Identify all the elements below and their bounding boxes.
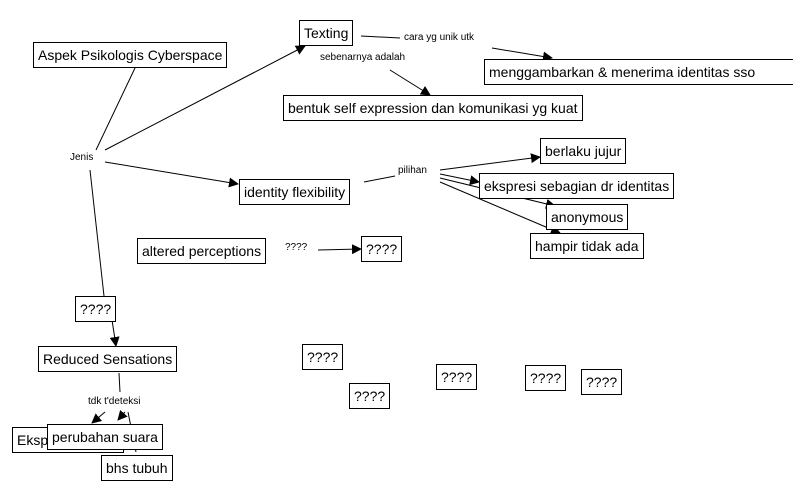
node-unknown-2[interactable]: ???? bbox=[349, 383, 391, 409]
link-label-sebenarnya[interactable]: sebenarnya adalah bbox=[320, 52, 406, 63]
link-label-cara[interactable]: cara yg unik utk bbox=[404, 32, 475, 43]
node-unknown-5[interactable]: ???? bbox=[581, 369, 623, 395]
node-perubahan-suara[interactable]: perubahan suara bbox=[47, 424, 163, 450]
node-ekspresi-sebagian[interactable]: ekspresi sebagian dr identitas bbox=[479, 173, 675, 199]
node-bentuk[interactable]: bentuk self expression dan komunikasi yg… bbox=[283, 95, 583, 121]
link-label-jenis[interactable]: Jenis bbox=[70, 152, 94, 163]
link-label-pilihan[interactable]: pilihan bbox=[398, 165, 427, 176]
node-hampir-tidak-ada[interactable]: hampir tidak ada bbox=[530, 233, 644, 259]
node-anonymous[interactable]: anonymous bbox=[546, 204, 629, 230]
node-berlaku-jujur[interactable]: berlaku jujur bbox=[540, 138, 627, 164]
node-unknown-4[interactable]: ???? bbox=[525, 365, 567, 391]
node-bhs-tubuh[interactable]: bhs tubuh bbox=[101, 455, 173, 481]
link-label-tdk-terdeteksi[interactable]: tdk t'deteksi bbox=[88, 396, 141, 407]
node-unknown-1[interactable]: ???? bbox=[302, 344, 344, 370]
node-texting[interactable]: Texting bbox=[299, 20, 354, 46]
node-menggambarkan[interactable]: menggambarkan & menerima identitas sso bbox=[484, 59, 793, 85]
node-unknown-3[interactable]: ???? bbox=[436, 364, 478, 390]
node-reduced-sensations[interactable]: Reduced Sensations bbox=[38, 346, 178, 372]
node-root[interactable]: Aspek Psikologis Cyberspace bbox=[33, 42, 228, 68]
node-identity-flexibility[interactable]: identity flexibility bbox=[239, 179, 351, 205]
node-altered-perceptions[interactable]: altered perceptions bbox=[137, 238, 267, 264]
node-altered-target[interactable]: ???? bbox=[361, 236, 403, 262]
link-label-altered[interactable]: ???? bbox=[285, 242, 308, 253]
node-unknown-mid[interactable]: ???? bbox=[75, 296, 117, 322]
